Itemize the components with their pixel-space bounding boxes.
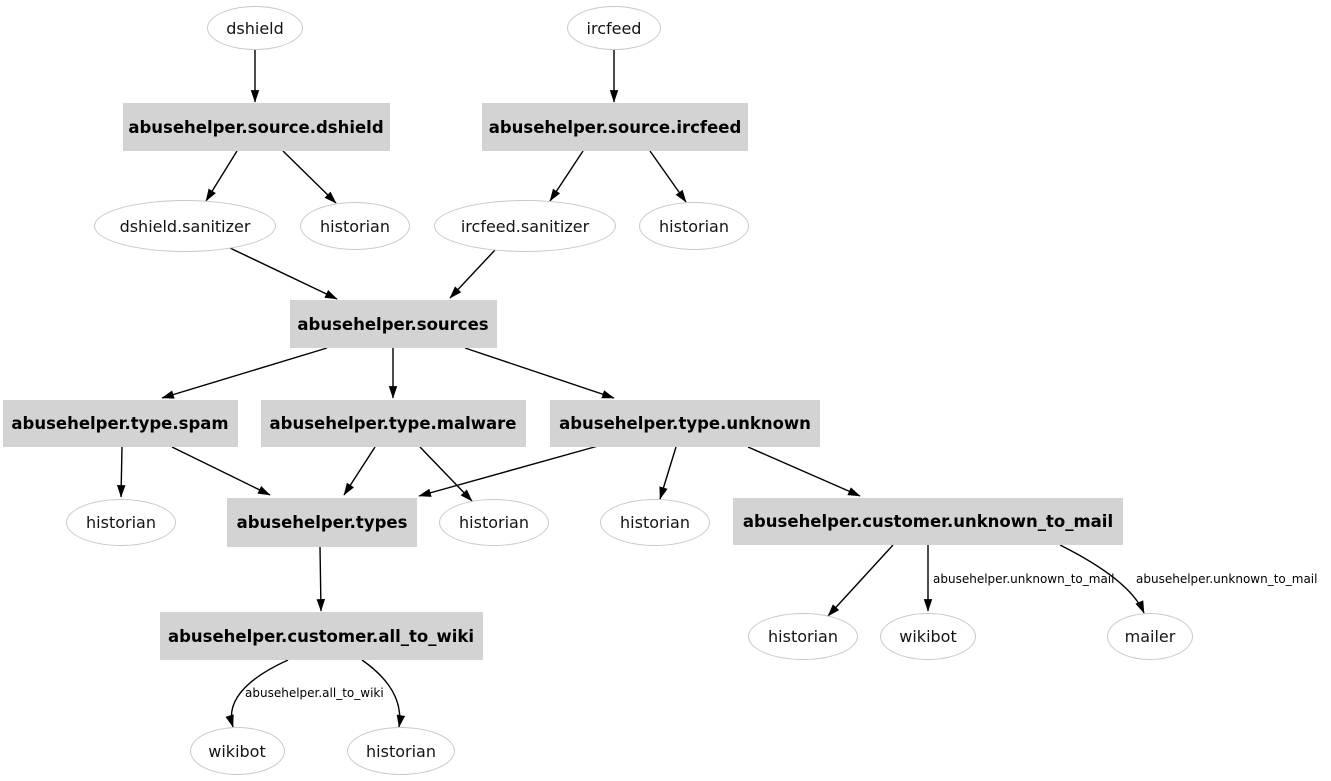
edge-source-dshield-to-dshield-sanitizer bbox=[205, 150, 238, 202]
edge-type-unknown-to-types bbox=[418, 445, 599, 497]
node-label-dshield-sanitizer: dshield.sanitizer bbox=[119, 216, 251, 236]
node-historian-5: historian bbox=[600, 498, 710, 546]
node-label-all-to-wiki: abusehelper.customer.all_to_wiki bbox=[167, 626, 475, 646]
edge-label-all-to-wiki-to-wikibot-2: abusehelper.all_to_wiki bbox=[245, 686, 384, 700]
node-types: abusehelper.types bbox=[227, 497, 417, 547]
edge-ircfeed-sanitizer-to-sources bbox=[449, 249, 496, 299]
node-label-historian-5: historian bbox=[620, 512, 690, 532]
node-label-historian-2: historian bbox=[659, 216, 729, 236]
node-historian-1: historian bbox=[300, 202, 410, 250]
node-ircfeed: ircfeed bbox=[567, 6, 661, 50]
node-historian-4: historian bbox=[439, 498, 549, 546]
edge-label-unknown-to-mail-to-mailer: abusehelper.unknown_to_mail bbox=[1136, 572, 1317, 586]
edge-type-unknown-to-historian-5 bbox=[659, 446, 677, 500]
node-dshield-sanitizer: dshield.sanitizer bbox=[94, 200, 276, 252]
node-unknown-to-mail: abusehelper.customer.unknown_to_mail bbox=[733, 497, 1123, 545]
node-sources: abusehelper.sources bbox=[289, 300, 497, 348]
node-ircfeed-sanitizer: ircfeed.sanitizer bbox=[434, 200, 616, 252]
edge-all-to-wiki-to-historian-7 bbox=[361, 659, 406, 728]
edge-source-dshield-to-historian-1 bbox=[282, 150, 337, 204]
node-label-mailer: mailer bbox=[1124, 626, 1176, 646]
node-dshield: dshield bbox=[207, 6, 303, 50]
node-historian-7: historian bbox=[347, 727, 455, 775]
node-source-dshield: abusehelper.source.dshield bbox=[122, 103, 390, 151]
node-label-types: abusehelper.types bbox=[236, 512, 408, 532]
node-label-ircfeed-sanitizer: ircfeed.sanitizer bbox=[460, 216, 590, 236]
node-label-dshield: dshield bbox=[226, 18, 284, 38]
node-historian-6: historian bbox=[748, 612, 858, 660]
node-label-historian-6: historian bbox=[768, 626, 838, 646]
node-label-ircfeed: ircfeed bbox=[586, 18, 642, 38]
node-mailer: mailer bbox=[1107, 612, 1193, 660]
node-label-historian-3: historian bbox=[86, 512, 156, 532]
edge-types-to-all-to-wiki bbox=[316, 546, 326, 612]
node-historian-3: historian bbox=[66, 498, 176, 546]
node-label-historian-4: historian bbox=[459, 512, 529, 532]
node-type-spam: abusehelper.type.spam bbox=[2, 399, 238, 447]
node-historian-2: historian bbox=[639, 202, 749, 250]
edge-type-unknown-to-unknown-to-mail bbox=[747, 446, 861, 497]
edge-source-ircfeed-to-historian-2 bbox=[649, 150, 687, 203]
node-label-historian-7: historian bbox=[366, 741, 436, 761]
node-source-ircfeed: abusehelper.source.ircfeed bbox=[482, 103, 748, 151]
edge-type-malware-to-types bbox=[343, 446, 376, 496]
node-label-historian-1: historian bbox=[320, 216, 390, 236]
node-label-source-dshield: abusehelper.source.dshield bbox=[128, 117, 384, 137]
edge-source-ircfeed-to-ircfeed-sanitizer bbox=[549, 150, 584, 202]
edge-all-to-wiki-to-wikibot-2 bbox=[225, 659, 289, 728]
edge-dshield-sanitizer-to-sources bbox=[229, 247, 338, 300]
node-label-type-malware: abusehelper.type.malware bbox=[269, 413, 517, 433]
edge-label-unknown-to-mail-to-wikibot-1: abusehelper.unknown_to_mail bbox=[933, 572, 1114, 586]
node-type-unknown: abusehelper.type.unknown bbox=[550, 399, 820, 447]
edge-type-malware-to-historian-4 bbox=[419, 446, 473, 502]
node-label-unknown-to-mail: abusehelper.customer.unknown_to_mail bbox=[742, 511, 1114, 531]
node-all-to-wiki: abusehelper.customer.all_to_wiki bbox=[159, 612, 483, 660]
edge-type-spam-to-historian-3 bbox=[116, 446, 126, 498]
node-wikibot-1: wikibot bbox=[880, 612, 976, 660]
edge-sources-to-type-unknown bbox=[464, 347, 615, 399]
node-label-type-spam: abusehelper.type.spam bbox=[11, 413, 229, 433]
node-type-malware: abusehelper.type.malware bbox=[260, 399, 526, 447]
node-label-wikibot-2: wikibot bbox=[208, 741, 266, 761]
edge-sources-to-type-spam bbox=[161, 347, 328, 399]
node-label-source-ircfeed: abusehelper.source.ircfeed bbox=[488, 117, 742, 137]
edge-unknown-to-mail-to-mailer bbox=[1059, 544, 1145, 614]
edge-unknown-to-mail-to-historian-6 bbox=[827, 544, 894, 617]
edge-type-spam-to-types bbox=[171, 446, 271, 496]
node-label-sources: abusehelper.sources bbox=[297, 314, 489, 334]
node-wikibot-2: wikibot bbox=[189, 727, 285, 775]
node-label-wikibot-1: wikibot bbox=[899, 626, 957, 646]
node-label-type-unknown: abusehelper.type.unknown bbox=[559, 413, 811, 433]
